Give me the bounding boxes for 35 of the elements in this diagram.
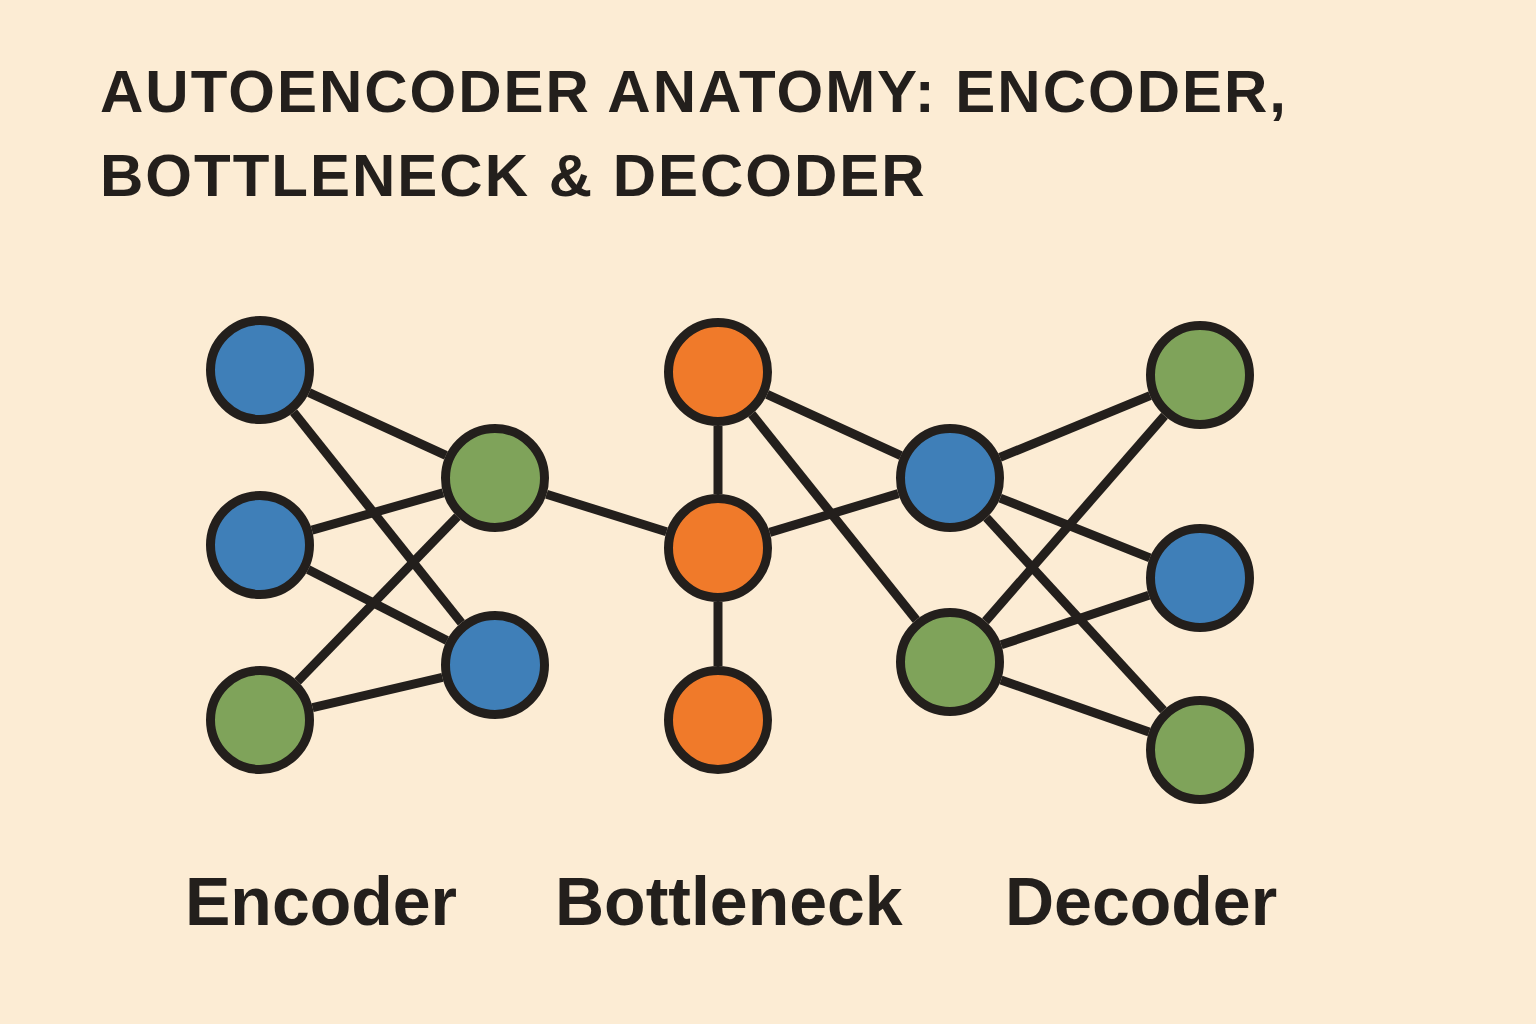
connector-line <box>748 411 920 623</box>
neuron-circle <box>1146 696 1254 804</box>
connector-line <box>999 590 1151 650</box>
layer-label: Bottleneck <box>555 862 903 940</box>
layer-label: Decoder <box>1005 862 1278 940</box>
neuron-circle <box>1146 524 1254 632</box>
connector-line <box>998 493 1152 563</box>
neuron-circle <box>441 424 549 532</box>
neuron-circle <box>896 608 1004 716</box>
connector-line <box>983 514 1167 714</box>
connector-line <box>768 489 900 537</box>
neuron-circle <box>206 491 314 599</box>
connector-line <box>294 513 461 685</box>
neuron-circle <box>206 316 314 424</box>
connector-line <box>306 565 449 645</box>
connector-line <box>310 488 445 535</box>
neuron-circle <box>1146 321 1254 429</box>
connector-line <box>311 672 444 713</box>
connector-line <box>290 409 465 626</box>
connector-line <box>713 426 723 494</box>
neuron-circle <box>896 424 1004 532</box>
connector-line <box>307 388 448 460</box>
layer-label: Encoder <box>185 862 458 940</box>
connector-line <box>999 675 1151 737</box>
neuron-circle <box>664 494 772 602</box>
neuron-circle <box>664 666 772 774</box>
neuron-circle <box>441 611 549 719</box>
connector-line <box>713 602 723 666</box>
neuron-circle <box>664 318 772 426</box>
connector-line <box>982 412 1168 625</box>
connector-line <box>545 489 668 537</box>
neuron-circle <box>206 666 314 774</box>
connector-line <box>998 391 1152 462</box>
title: AUTOENCODER ANATOMY: ENCODER, BOTTLENECK & DECODER <box>100 57 1290 211</box>
connector-line <box>765 390 903 460</box>
